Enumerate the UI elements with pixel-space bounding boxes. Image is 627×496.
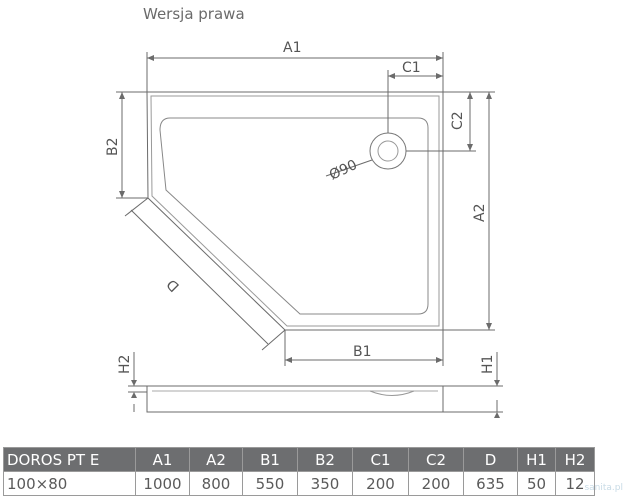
label-h2: H2 <box>117 355 133 374</box>
table-cell: 1000 <box>135 471 190 496</box>
label-c2: C2 <box>450 111 466 130</box>
page-title: Wersja prawa <box>143 5 245 23</box>
table-header: B2 <box>297 447 353 472</box>
table-cell: 12 <box>555 471 595 496</box>
label-a1: A1 <box>283 40 301 56</box>
shower-tray-drawing: A1 C1 C2 A2 B2 D B1 Ø90 H2 H1 <box>105 40 503 418</box>
table-header: C2 <box>408 447 464 472</box>
table-cell: 550 <box>242 471 298 496</box>
table-cell: 200 <box>408 471 464 496</box>
tray-outline <box>146 91 444 331</box>
table-header: B1 <box>242 447 298 472</box>
table-cell: 800 <box>189 471 243 496</box>
table-header: D <box>463 447 518 472</box>
tray-bevel <box>150 95 440 327</box>
table-cell: 200 <box>352 471 409 496</box>
label-a2: A2 <box>472 204 488 222</box>
table-row: 100×80 1000 800 550 350 200 200 635 50 1… <box>3 471 595 496</box>
label-h1: H1 <box>480 355 496 374</box>
tray-basin <box>159 117 429 315</box>
table-cell: 50 <box>517 471 556 496</box>
label-c1: C1 <box>402 60 421 76</box>
table-cell: 635 <box>463 471 518 496</box>
table-header: H1 <box>517 447 556 472</box>
table-header: H2 <box>555 447 595 472</box>
table-cell: 100×80 <box>3 471 136 496</box>
label-d: D <box>164 276 183 295</box>
table-header: C1 <box>352 447 409 472</box>
table-header: DOROS PT E <box>3 447 136 472</box>
dimensions-table: DOROS PT E A1 A2 B1 B2 C1 C2 D H1 H2 100… <box>3 447 595 496</box>
side-elevation <box>146 385 444 413</box>
watermark: sanita.pl <box>584 483 623 493</box>
label-b1: B1 <box>353 344 372 360</box>
label-b2: B2 <box>105 137 121 156</box>
label-diameter: Ø90 <box>327 157 360 184</box>
table-header: A2 <box>189 447 243 472</box>
table-cell: 350 <box>297 471 353 496</box>
drain-inner <box>377 140 399 162</box>
table-header-row: DOROS PT E A1 A2 B1 B2 C1 C2 D H1 H2 <box>3 447 595 472</box>
drain-outer <box>369 132 407 170</box>
table-header: A1 <box>135 447 190 472</box>
